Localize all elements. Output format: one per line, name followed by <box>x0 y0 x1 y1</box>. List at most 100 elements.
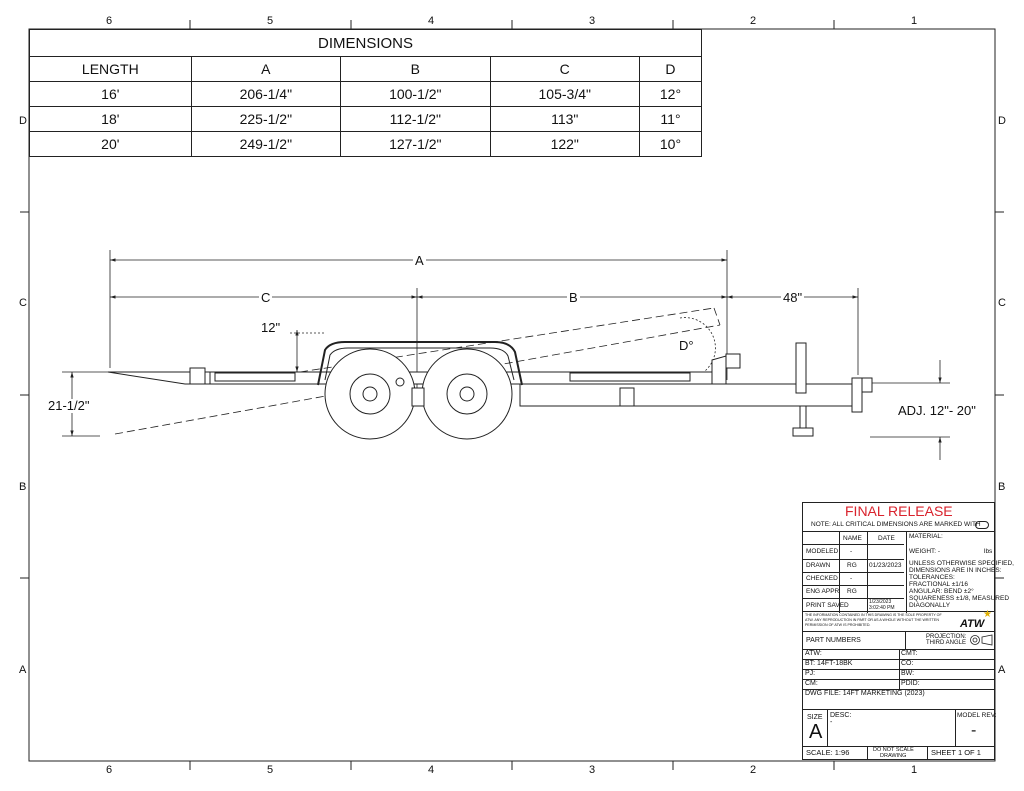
zone-row-d-right: D <box>998 115 1006 127</box>
jack-stand <box>795 342 807 394</box>
cell-d: 10° <box>638 131 703 157</box>
desc-value: - <box>830 719 833 726</box>
zone-col-2: 2 <box>750 15 757 27</box>
zone-col-6-bottom: 6 <box>106 764 113 776</box>
fender <box>317 341 523 386</box>
cell-b: 127-1/2" <box>340 131 491 157</box>
beavertail <box>107 371 211 385</box>
row-drawn-label: DRAWN <box>806 562 831 569</box>
desc-label: DESC: <box>830 712 852 719</box>
field-bt: BT: 14FT-18BK <box>805 660 853 667</box>
field-bw: BW: <box>901 670 915 677</box>
cell-length: 20' <box>29 131 192 157</box>
zone-row-a: A <box>19 664 27 676</box>
tolerance-line: SQUARENESS ±1/8, MEASURED <box>909 595 1010 602</box>
table-row: 18' 225-1/2" 112-1/2" 113" 11° <box>29 106 703 132</box>
proprietary-line: ATW. ANY REPRODUCTION IN PART OR AS A WH… <box>805 618 939 622</box>
tolerance-line: DIAGONALLY <box>909 602 951 609</box>
cell-c: 113" <box>489 106 640 132</box>
row-print-saved-date: 1/23/2023 3:02:40 PM <box>869 599 895 611</box>
coupler <box>851 377 863 413</box>
cell-c: 122" <box>489 131 640 157</box>
zone-col-1: 1 <box>911 15 918 27</box>
title-block: FINAL RELEASE NOTE: ALL CRITICAL DIMENSI… <box>802 502 1014 760</box>
row-eng-appr-label: ENG APPR <box>806 588 840 595</box>
do-not-scale: DO NOT SCALE <box>873 747 914 753</box>
row-modeled-name: - <box>850 548 853 555</box>
row-modeled-label: MODELED <box>806 548 839 555</box>
field-atw: ATW: <box>805 650 822 657</box>
cell-a: 225-1/2" <box>190 106 342 132</box>
field-cm: CM: <box>805 680 818 687</box>
col-name: NAME <box>843 535 862 542</box>
tolerance-line: ANGULAR: BEND ±2° <box>909 588 974 595</box>
proprietary-line: PERMISSION OF ATW IS PROHIBITED. <box>805 623 871 627</box>
label-angle: D° <box>677 338 696 353</box>
material-label: MATERIAL: <box>909 533 943 540</box>
label-tilt: 12" <box>259 320 283 335</box>
cell-b: 100-1/2" <box>340 81 491 107</box>
dwg-file: DWG FILE: 14FT MARKETING (2023) <box>805 690 925 697</box>
zone-col-2-bottom: 2 <box>750 764 757 776</box>
size-value: A <box>809 721 823 743</box>
zone-col-5: 5 <box>267 15 274 27</box>
zone-row-b: B <box>19 481 27 493</box>
label-deck-height: 21-1/2" <box>46 398 92 413</box>
weight-label: WEIGHT: - <box>909 548 941 555</box>
label-tongue: 48" <box>781 290 805 305</box>
star-icon: ★ <box>983 609 992 620</box>
row-eng-appr-name: RG <box>847 588 857 595</box>
zone-col-3: 3 <box>589 15 596 27</box>
row-checked-name: - <box>850 575 853 582</box>
zone-row-c: C <box>19 297 27 309</box>
zone-col-6: 6 <box>106 15 113 27</box>
label-a: A <box>413 253 426 268</box>
zone-row-d: D <box>19 115 27 127</box>
third-angle-projection-icon <box>970 634 993 646</box>
part-numbers-label: PART NUMBERS <box>806 637 861 644</box>
weight-unit: lbs <box>984 548 993 555</box>
zone-col-1-bottom: 1 <box>911 764 918 776</box>
field-co: CO: <box>901 660 914 667</box>
zone-row-a-right: A <box>998 664 1006 676</box>
row-drawn-date: 01/23/2023 <box>869 562 902 569</box>
size-label: SIZE <box>807 714 823 721</box>
proprietary-line: THE INFORMATION CONTAINED IN THIS DRAWIN… <box>805 613 942 617</box>
label-coupler-adjust: ADJ. 12"- 20" <box>896 403 978 418</box>
tolerance-line: DIMENSIONS ARE IN INCHES: <box>909 567 1002 574</box>
field-pj: PJ: <box>805 670 816 677</box>
header-a: A <box>190 56 342 82</box>
projection-label: PROJECTION: <box>926 634 967 640</box>
scale-label: SCALE: 1:96 <box>806 748 850 757</box>
row-print-saved-label: PRINT SAVED <box>806 602 849 609</box>
header-b: B <box>340 56 491 82</box>
cell-a: 206-1/4" <box>190 81 342 107</box>
field-cmt: CMT: <box>901 650 918 657</box>
projection-type: THIRD ANGLE <box>926 640 967 646</box>
zone-col-4-bottom: 4 <box>428 764 435 776</box>
table-row: 16' 206-1/4" 100-1/2" 105-3/4" 12° <box>29 81 703 107</box>
table-header-row: LENGTH A B C D <box>29 56 703 82</box>
tolerance-line: UNLESS OTHERWISE SPECIFIED, <box>909 560 1014 567</box>
model-rev-value: - <box>971 722 977 739</box>
label-c: C <box>259 290 273 305</box>
zone-col-3-bottom: 3 <box>589 764 596 776</box>
cell-length: 18' <box>29 106 192 132</box>
tolerance-line: TOLERANCES: <box>909 574 955 581</box>
zone-row-b-right: B <box>998 481 1006 493</box>
row-drawn-name: RG <box>847 562 857 569</box>
dimensions-table: DIMENSIONS LENGTH A B C D 16' 206-1/4" 1… <box>29 29 703 157</box>
zone-col-5-bottom: 5 <box>267 764 274 776</box>
do-not-scale-drawing: DRAWING <box>880 753 907 759</box>
col-date: DATE <box>878 535 895 542</box>
tolerance-line: FRACTIONAL ±1/16 <box>909 581 968 588</box>
atw-logo: ATW <box>960 618 985 630</box>
table-row: 20' 249-1/2" 127-1/2" 122" 10° <box>29 131 703 157</box>
zone-row-c-right: C <box>998 297 1006 309</box>
header-c: C <box>489 56 640 82</box>
cell-a: 249-1/2" <box>190 131 342 157</box>
zone-col-4: 4 <box>428 15 435 27</box>
label-b: B <box>567 290 580 305</box>
row-checked-label: CHECKED <box>806 575 838 582</box>
